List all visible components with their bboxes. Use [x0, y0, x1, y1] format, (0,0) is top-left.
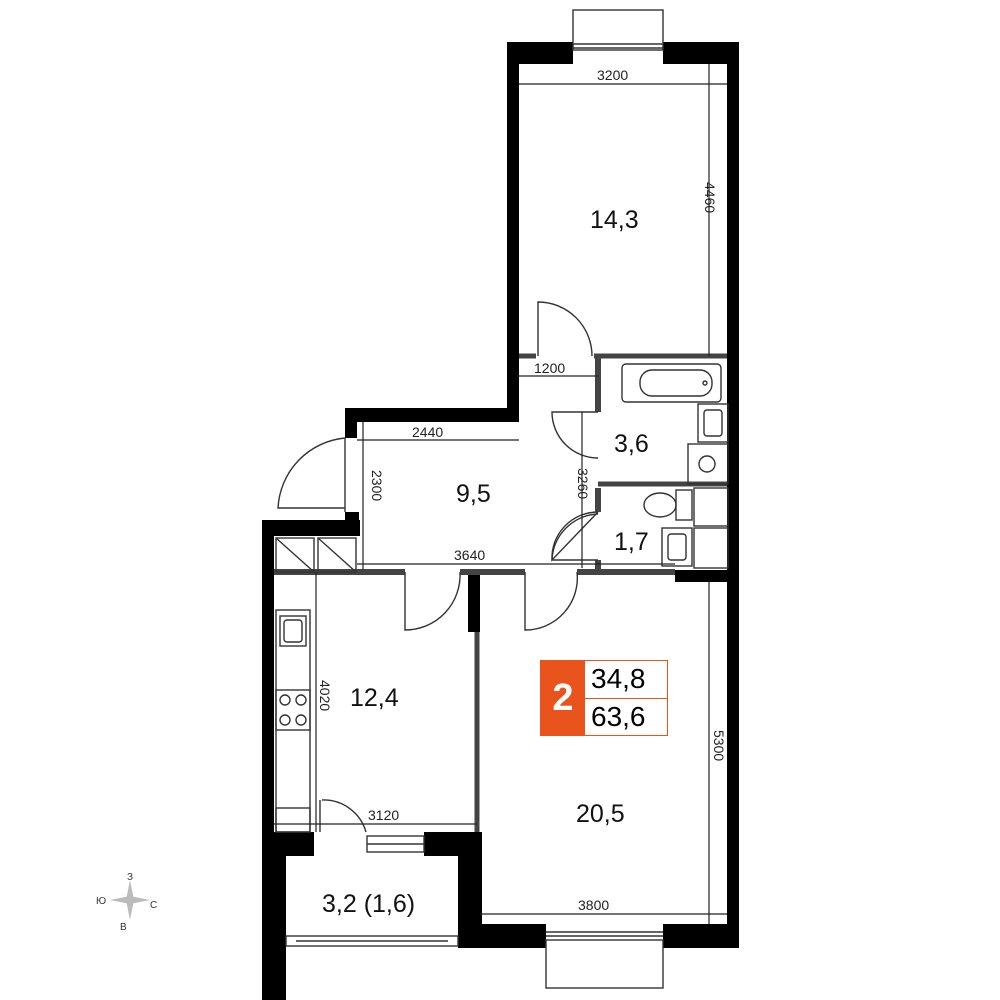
dim-kitchen-length: 4020: [317, 680, 333, 711]
kitchen-sink-icon: [279, 615, 307, 647]
kitchen-area: 12,4: [350, 684, 399, 712]
stove-icon: [275, 689, 311, 731]
dim-kitchen-width: 3120: [368, 807, 399, 823]
living-area-value: 34,8: [585, 661, 667, 699]
kitchen-counter: [275, 609, 311, 833]
toilet-area: 1,7: [614, 528, 649, 556]
bathtub-icon: [621, 363, 722, 403]
bedroom-window: [572, 9, 664, 51]
dim-hall-total: 3640: [454, 547, 485, 563]
balcony-glazing: [285, 935, 459, 947]
apartment-summary-badge: 2 34,8 63,6: [540, 660, 668, 736]
dim-hall-width: 2440: [412, 424, 443, 440]
partitions: [274, 353, 727, 832]
total-area-value: 63,6: [591, 700, 646, 732]
washbasin-icon: [697, 403, 729, 443]
fixtures: [275, 363, 729, 833]
compass-rose-icon: З Ю С В: [96, 872, 157, 933]
dim-living-length: 5300: [711, 730, 727, 761]
hall-wardrobe: [275, 537, 315, 573]
living-room-area: 20,5: [576, 800, 625, 828]
compass-west: Ю: [96, 896, 106, 907]
dim-living-width: 3800: [578, 897, 609, 913]
dim-corridor-width: 1200: [534, 360, 565, 376]
toilet-icon: [675, 489, 693, 521]
dim-bedroom-width: 3200: [597, 67, 628, 83]
washing-machine-icon: [687, 443, 729, 485]
bedroom-area: 14,3: [590, 206, 639, 234]
compass-east: С: [150, 900, 157, 911]
living-window: [545, 939, 664, 989]
balcony-area: 3,2 (1,6): [322, 890, 415, 918]
dim-hall-depth: 2300: [369, 470, 385, 501]
fridge-icon: [275, 807, 311, 833]
windows: [285, 9, 664, 989]
doors: [277, 301, 599, 833]
toilet-sink-icon: [661, 527, 693, 567]
rooms-count: 2: [541, 661, 585, 735]
compass-north: З: [127, 872, 133, 883]
walls: [262, 42, 739, 1000]
dim-bath-block: 3260: [575, 468, 591, 499]
dimension-lines: [274, 64, 727, 924]
hall-area: 9,5: [456, 480, 491, 508]
dim-bedroom-length: 4460: [702, 182, 718, 213]
bathroom-area: 3,6: [614, 430, 649, 458]
compass-south: В: [120, 922, 127, 933]
